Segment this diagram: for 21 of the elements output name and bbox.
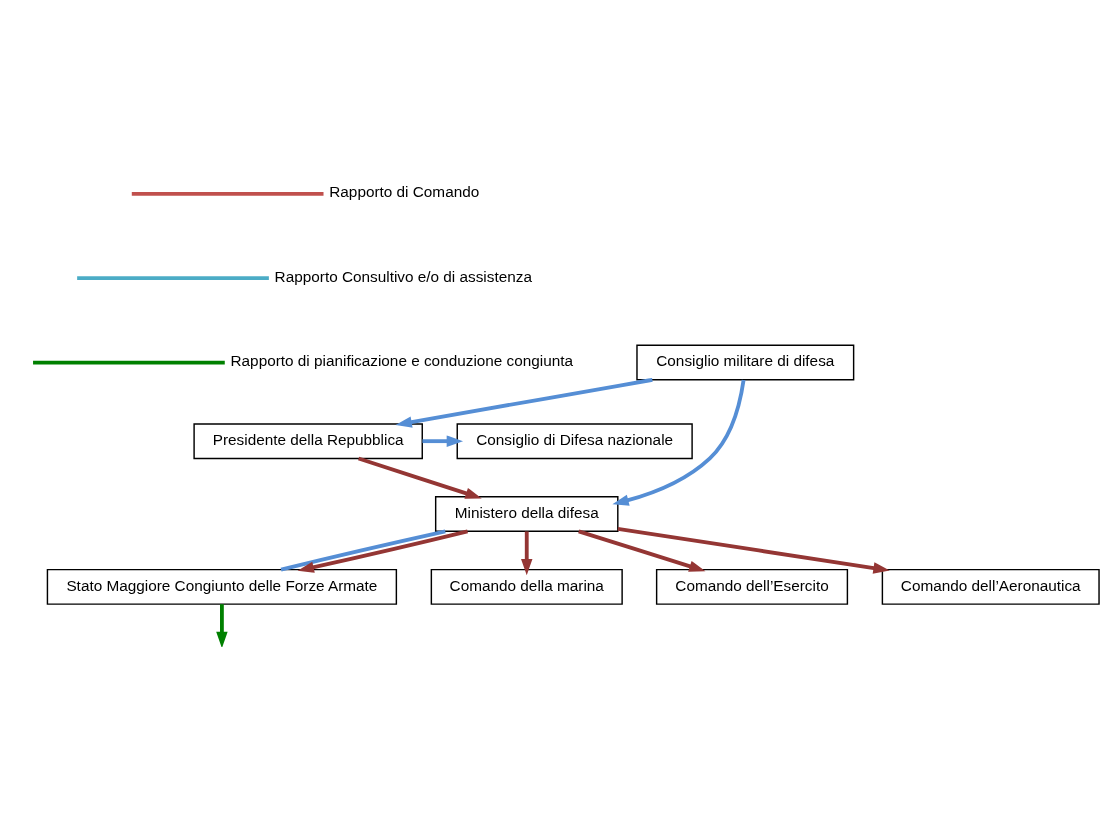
node-box: Ministero della difesa: [434, 496, 619, 532]
connector: [280, 529, 446, 572]
arrow: [612, 379, 746, 506]
node-box: Consiglio di Difesa nazionale: [456, 423, 693, 460]
arrow: [297, 529, 468, 573]
arrow: [395, 377, 653, 428]
arrow: [358, 456, 482, 499]
node-box: Stato Maggiore Congiunto delle Forze Armate: [46, 568, 398, 605]
arrow: [617, 527, 890, 574]
legend-label: Rapporto di Comando: [329, 183, 480, 201]
node-box: Comando dell’Aeronautica: [881, 568, 1100, 605]
node-box: Consiglio militare di difesa: [636, 344, 855, 381]
legend-label: Rapporto Consultivo e/o di assistenza: [274, 267, 532, 285]
arrow: [578, 529, 706, 572]
node-box: Presidente della Repubblica: [193, 423, 423, 460]
arrow: [216, 604, 228, 647]
node-box: Comando dell’Esercito: [655, 568, 849, 605]
legend-label: Rapporto di pianificazione e conduzione congiunta: [230, 352, 574, 370]
arrow: [422, 435, 463, 447]
node-box: Comando della marina: [430, 568, 623, 605]
arrow: [521, 531, 533, 576]
